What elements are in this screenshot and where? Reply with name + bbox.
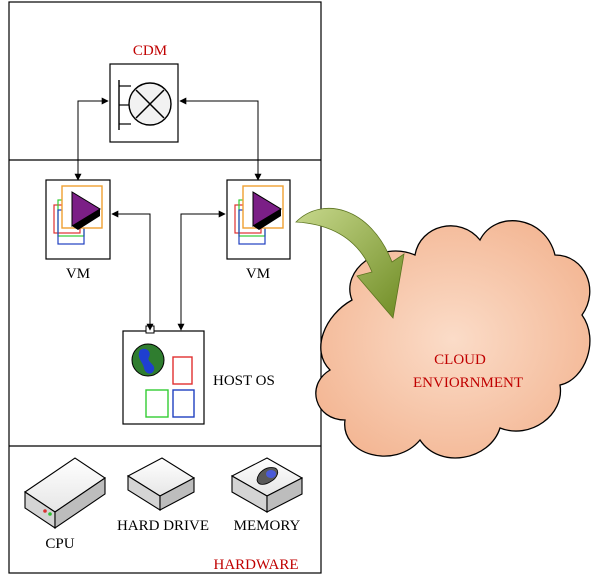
hard-drive-icon: [126, 457, 196, 511]
cloud-label-line1: CLOUD: [434, 352, 486, 368]
cpu-box-icon: [24, 457, 106, 530]
vm-right-node: VM: [226, 179, 291, 282]
hard-drive-label: HARD DRIVE: [117, 518, 209, 534]
outer-frame: [8, 1, 322, 574]
connector-vm-right-host: [177, 210, 226, 331]
host-os-globe-icon: [122, 325, 205, 425]
vm-right-label: VM: [246, 266, 270, 282]
connector-cdm-vm-right: [179, 97, 262, 181]
vm-play-icon: [226, 179, 291, 260]
cloud-label-line2: ENVIORNMENT: [413, 375, 523, 391]
host-os-node: HOST OS: [122, 325, 275, 425]
memory-label: MEMORY: [234, 518, 301, 534]
connector-cdm-vm-left: [74, 97, 109, 181]
connectors: [74, 97, 262, 331]
cdm-node: CDM: [109, 43, 179, 143]
cloud-environment: CLOUD ENVIORNMENT: [315, 220, 591, 459]
hardware-layer: CPU HARD DRIVE MEMORY HARDWARE: [24, 457, 304, 573]
layer-panels: [8, 1, 322, 574]
vm-play-icon: [45, 179, 111, 260]
cdm-crossed-circle-icon: [109, 63, 179, 143]
cloud-icon: [315, 220, 591, 459]
cdm-label: CDM: [133, 43, 167, 59]
curved-arrow-icon: [295, 208, 405, 319]
cpu-label: CPU: [45, 536, 74, 552]
connector-vm-left-host: [111, 210, 154, 331]
memory-icon: [230, 457, 304, 513]
hardware-label: HARDWARE: [214, 557, 299, 573]
host-os-label: HOST OS: [213, 373, 275, 389]
vm-left-label: VM: [66, 266, 90, 282]
vm-left-node: VM: [45, 179, 111, 282]
